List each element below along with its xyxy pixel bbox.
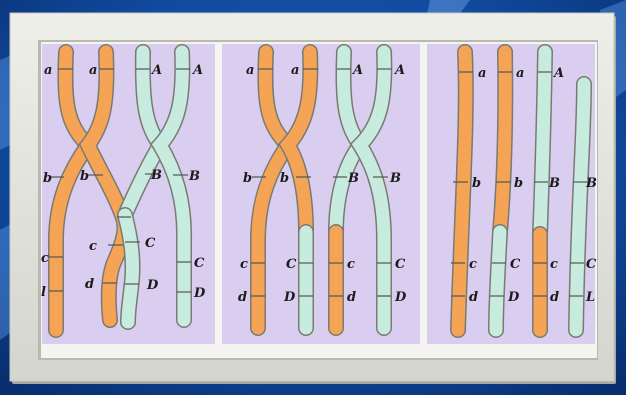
chromosome-4-paternal	[150, 44, 193, 328]
gene-label: A	[351, 63, 363, 78]
gene-label: c	[240, 257, 248, 272]
gene-label: D	[394, 290, 407, 305]
gene-label: a	[291, 63, 299, 78]
chromosome-6-recombinant	[278, 44, 319, 336]
gene-label: C	[194, 256, 205, 271]
gene-label: a	[516, 66, 524, 81]
gene-label: D	[507, 290, 520, 305]
gene-labels: a a A A b b B B c C c C d D d D	[238, 63, 407, 305]
gene-label: A	[552, 66, 564, 81]
chromatid-3-recombinant	[532, 44, 553, 338]
gene-label: A	[150, 63, 162, 78]
gene-label: B	[585, 176, 597, 191]
gene-locus-bands	[49, 68, 191, 293]
gene-label: B	[188, 169, 200, 184]
gene-label: D	[193, 286, 206, 301]
gene-label: b	[472, 176, 481, 191]
gene-label: b	[514, 176, 523, 191]
chromatid-1-maternal	[450, 44, 474, 338]
gene-label: B	[150, 168, 162, 183]
gene-label: D	[146, 278, 159, 293]
gene-label: a	[478, 66, 486, 81]
gene-label: d	[85, 277, 94, 292]
gene-label: a	[44, 63, 52, 78]
gene-label: B	[347, 171, 359, 186]
gene-label: d	[238, 290, 247, 305]
gene-label: C	[286, 257, 297, 272]
gene-label: b	[280, 171, 289, 186]
panel-after-exchange: a a A A b b B B c C c C d D d D	[238, 44, 407, 336]
gene-label: d	[347, 290, 356, 305]
chromatid-2-recombinant	[488, 44, 514, 338]
chromatid-4-paternal	[568, 76, 592, 338]
gene-locus-bands	[451, 71, 587, 297]
chromosome-8-paternal	[349, 44, 393, 336]
gene-label: a	[89, 63, 97, 78]
gene-label: c	[41, 251, 49, 266]
gene-label: B	[548, 176, 560, 191]
gene-label: c	[347, 257, 355, 272]
gene-label: a	[246, 63, 254, 78]
gene-label: A	[191, 63, 203, 78]
gene-label: c	[89, 239, 97, 254]
gene-label: C	[586, 257, 597, 272]
gene-locus-bands	[251, 68, 392, 297]
gene-label: C	[145, 236, 156, 251]
panel-separated-chromatids: a a A b b B B c C c C d D d L	[450, 44, 597, 338]
gene-label: b	[80, 169, 89, 184]
gene-label: C	[395, 257, 406, 272]
gene-label: b	[43, 171, 52, 186]
gene-label: A	[393, 63, 405, 78]
gene-label: c	[550, 257, 558, 272]
gene-label: C	[510, 257, 521, 272]
gene-labels: a a A A b b B B c c C C l d D D	[41, 63, 206, 301]
gene-label: L	[585, 290, 595, 305]
gene-label: l	[41, 285, 46, 300]
gene-label: d	[550, 290, 559, 305]
gene-labels: a a A b b B B c C c C d D d L	[469, 66, 597, 305]
gene-label: D	[283, 290, 296, 305]
gene-label: b	[243, 171, 252, 186]
panel-crossing-over: a a A A b b B B c c C C l d D D	[41, 44, 206, 338]
gene-label: B	[389, 171, 401, 186]
gene-label: d	[469, 290, 478, 305]
gene-label: c	[469, 257, 477, 272]
